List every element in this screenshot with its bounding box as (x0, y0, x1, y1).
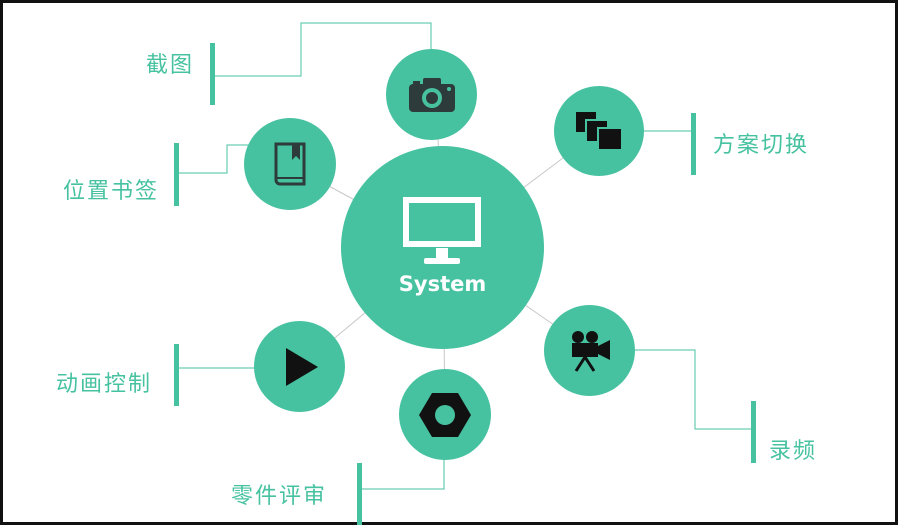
feature-node-animation[interactable] (254, 321, 345, 412)
monitor-icon (403, 197, 481, 264)
layers-icon (576, 112, 623, 151)
center-node[interactable]: System (341, 146, 544, 349)
feature-node-scheme-switch[interactable] (554, 86, 644, 176)
hex-nut-icon (419, 392, 471, 437)
center-label: System (398, 272, 487, 296)
feature-node-screenshot[interactable] (386, 49, 477, 140)
label-bar (210, 43, 215, 105)
leader-line (361, 459, 445, 490)
feature-node-screen-record[interactable] (544, 305, 635, 396)
leader-line (633, 349, 755, 430)
feature-label-animation: 动画控制 (56, 372, 153, 397)
label-bar (751, 401, 756, 463)
feature-node-bookmarks[interactable] (244, 118, 336, 210)
label-bar (174, 344, 179, 406)
play-icon (285, 347, 318, 386)
label-bar (357, 463, 362, 525)
bookmark-icon (274, 142, 306, 186)
feature-label-screen-record: 录频 (769, 439, 818, 464)
feature-label-scheme-switch: 方案切换 (713, 133, 810, 158)
feature-label-bookmarks: 位置书签 (63, 179, 160, 204)
label-bar (691, 113, 696, 175)
video-camera-icon (571, 330, 610, 372)
feature-node-part-review[interactable] (399, 369, 491, 460)
leader-line (215, 22, 432, 77)
camera-icon (408, 77, 455, 112)
label-bar (174, 143, 179, 206)
feature-label-screenshot: 截图 (146, 53, 195, 78)
leader-line (179, 144, 256, 174)
feature-label-part-review: 零件评审 (231, 484, 328, 509)
